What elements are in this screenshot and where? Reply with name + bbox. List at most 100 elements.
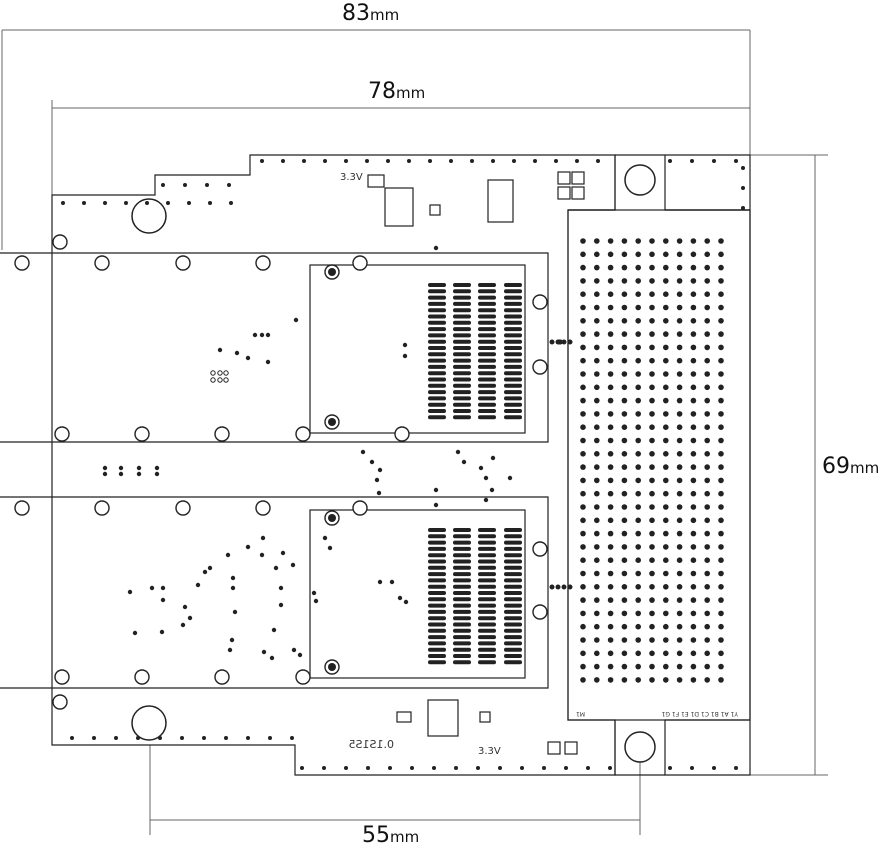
proto-hole xyxy=(649,384,655,391)
mounting-holes xyxy=(131,164,656,763)
via xyxy=(741,206,745,210)
proto-hole xyxy=(663,637,669,643)
proto-hole xyxy=(718,663,724,670)
proto-hole xyxy=(621,384,628,391)
pad xyxy=(504,377,522,382)
pad xyxy=(453,654,471,658)
proto-hole xyxy=(607,504,614,510)
proto-hole xyxy=(635,504,641,510)
proto-hole xyxy=(676,251,683,258)
proto-hole xyxy=(690,251,697,258)
proto-hole xyxy=(663,504,669,510)
proto-hole xyxy=(621,530,628,537)
overall-width-label: 83mm xyxy=(342,1,399,26)
via xyxy=(195,582,201,588)
proto-hole xyxy=(663,530,669,537)
via xyxy=(259,552,265,558)
proto-hole xyxy=(690,291,697,298)
pad xyxy=(453,572,471,577)
proto-hole xyxy=(649,251,655,258)
proto-hole xyxy=(676,304,683,311)
pad xyxy=(453,591,471,595)
proto-hole xyxy=(676,517,683,524)
via xyxy=(132,630,138,636)
via xyxy=(127,589,133,595)
proto-hole xyxy=(621,411,628,417)
proto-hole xyxy=(704,451,710,457)
pad xyxy=(478,301,496,306)
proto-hole xyxy=(690,570,697,577)
pad xyxy=(453,371,471,376)
pad xyxy=(478,553,496,558)
pad xyxy=(453,320,471,325)
via xyxy=(159,629,165,635)
proto-hole xyxy=(621,424,628,431)
via xyxy=(322,535,328,541)
via xyxy=(554,159,558,163)
proto-hole xyxy=(649,464,655,470)
pad xyxy=(453,308,471,313)
via xyxy=(313,598,319,604)
pad xyxy=(453,609,471,614)
pad xyxy=(478,578,496,583)
proto-hole xyxy=(718,291,724,298)
via xyxy=(154,465,160,471)
proto-hole xyxy=(580,251,586,258)
pad xyxy=(428,528,446,532)
proto-hole xyxy=(594,291,600,298)
proto-hole xyxy=(635,264,641,271)
proto-hole xyxy=(663,304,669,311)
proto-hole xyxy=(718,264,724,271)
via xyxy=(207,565,213,571)
pad xyxy=(428,546,446,551)
proto-hole xyxy=(621,344,628,351)
proto-hole xyxy=(718,357,724,364)
pad xyxy=(453,301,471,306)
cage-hole xyxy=(52,234,68,250)
pad xyxy=(478,603,496,608)
proto-hole xyxy=(607,331,614,337)
proto-hole xyxy=(621,238,628,244)
pad xyxy=(478,635,496,640)
pad xyxy=(428,628,446,633)
via xyxy=(118,471,124,477)
proto-hole xyxy=(704,490,710,497)
proto-hole xyxy=(663,650,669,657)
pad xyxy=(428,358,446,363)
via xyxy=(160,597,166,603)
proto-hole xyxy=(663,610,669,617)
pad xyxy=(428,383,446,388)
proto-hole xyxy=(649,424,655,431)
proto-hole xyxy=(607,397,614,404)
proto-hole xyxy=(621,318,628,324)
proto-hole xyxy=(580,623,586,630)
proto-hole xyxy=(649,490,655,497)
pad xyxy=(428,283,446,287)
proto-hole xyxy=(594,424,600,431)
pad xyxy=(504,402,522,407)
proto-hole xyxy=(607,517,614,524)
proto-hole xyxy=(649,477,655,484)
pad xyxy=(504,528,522,532)
via xyxy=(428,159,432,163)
pad xyxy=(428,553,446,558)
proto-hole xyxy=(607,663,614,670)
proto-hole xyxy=(649,278,655,284)
right-board-cutouts xyxy=(568,155,750,776)
proto-hole xyxy=(580,530,586,537)
via xyxy=(297,652,303,658)
pad xyxy=(428,660,446,665)
via xyxy=(273,565,279,571)
pad xyxy=(428,641,446,646)
proto-hole xyxy=(649,344,655,351)
proto-hole xyxy=(621,517,628,524)
proto-hole xyxy=(718,451,724,457)
pad xyxy=(453,534,471,539)
via xyxy=(712,159,716,163)
pad xyxy=(504,358,522,363)
pad xyxy=(428,301,446,306)
proto-hole xyxy=(676,344,683,351)
via xyxy=(369,459,375,465)
proto-hole xyxy=(690,331,697,337)
proto-hole xyxy=(676,544,683,550)
